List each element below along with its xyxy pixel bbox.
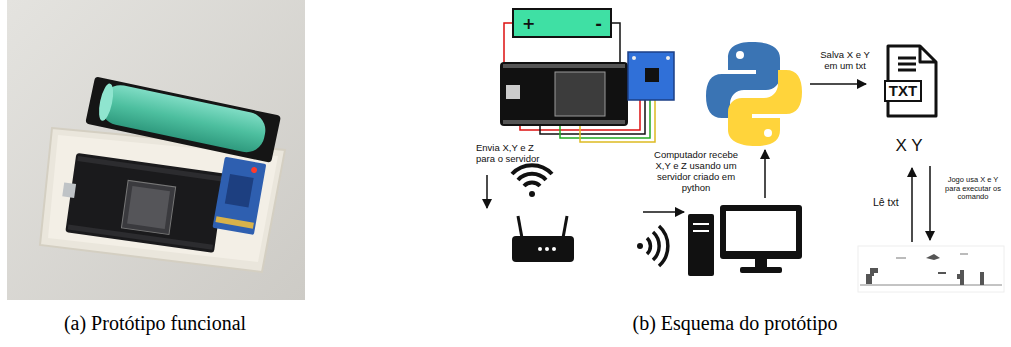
battery: +- xyxy=(512,8,612,38)
signal-icon xyxy=(637,226,668,266)
subfigure-caption: (b) Esquema do protótipo xyxy=(585,312,885,335)
text-file-icon: TXTX Y xyxy=(878,44,940,118)
terminal-sign: - xyxy=(595,14,602,33)
python-logo xyxy=(706,42,802,146)
file-type-label: TXT xyxy=(884,80,922,103)
prototype-photo xyxy=(7,0,305,300)
game-screenshot xyxy=(858,246,1004,292)
wifi-icon xyxy=(512,165,552,197)
annotation: Lê txt xyxy=(873,196,907,208)
router-icon xyxy=(512,216,574,262)
annotation: Envia X,Y e Z para o servidor xyxy=(476,143,554,165)
file-content-label: X Y xyxy=(895,136,922,156)
terminal-sign: + xyxy=(522,14,535,33)
annotation: Salva X e Y em um txt xyxy=(814,50,876,72)
computer-icon xyxy=(688,205,802,276)
annotation: Jogo usa X e Y para executar os comando xyxy=(940,176,1006,202)
sensor-module xyxy=(628,52,674,100)
esp32-board xyxy=(500,62,628,126)
subfigure-caption: (a) Protótipo funcional xyxy=(5,312,305,335)
annotation: Computador recebe X,Y e Z usando um serv… xyxy=(650,150,742,194)
